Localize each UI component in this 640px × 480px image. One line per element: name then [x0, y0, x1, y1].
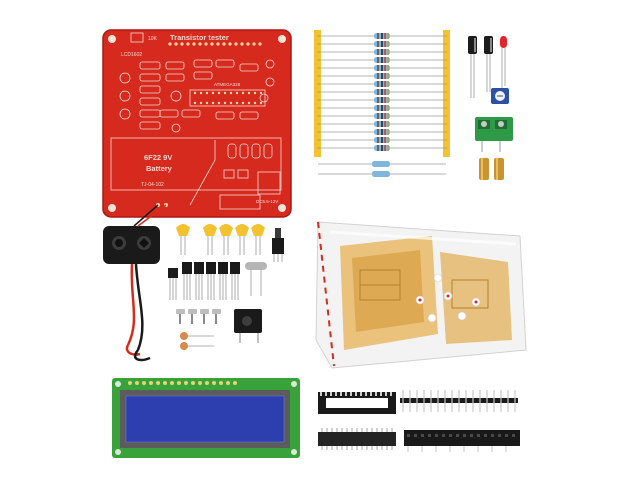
male-pin-header: [400, 390, 518, 412]
pcb-battery-label2: Battery: [146, 164, 173, 173]
pcb-dc-label: DC5.5-12V: [256, 199, 278, 204]
pcb-pot-label: 10K: [148, 36, 158, 42]
female-pin-header: [404, 430, 520, 452]
atmega-chip: [318, 428, 396, 450]
resistor-strip: [314, 30, 450, 177]
pcb-battery-label: 6F22 9V: [144, 153, 172, 162]
ceramic-capacitors: [176, 224, 265, 255]
to92-transistors: [168, 262, 240, 300]
trim-potentiometer: [491, 88, 509, 104]
pcb-board-code: TJ-04-102: [141, 182, 164, 188]
pcb-lcd-label: LCD1602: [121, 52, 142, 58]
dc-power-jack: [234, 309, 262, 343]
ic-socket-28pin: [318, 392, 396, 414]
push-button-switch: [272, 228, 284, 262]
red-led: [500, 36, 507, 90]
lcd1602-module: [112, 378, 300, 458]
small-ceramic-caps: [180, 332, 214, 350]
pcb-mcu-label: ATMEGA328: [214, 82, 241, 87]
acrylic-case-bag: [315, 221, 527, 369]
battery-snap-clip: [103, 204, 167, 362]
transistor-tester-pcb: Transistor tester 10K LCD1602: [102, 29, 292, 218]
crystal-oscillator: [245, 262, 267, 296]
brass-standoffs: [479, 158, 504, 180]
pcb-title: Transistor tester: [170, 33, 229, 42]
electrolytic-capacitors: [468, 36, 493, 98]
screws: [176, 309, 221, 324]
screw-terminal-block: [475, 117, 513, 152]
